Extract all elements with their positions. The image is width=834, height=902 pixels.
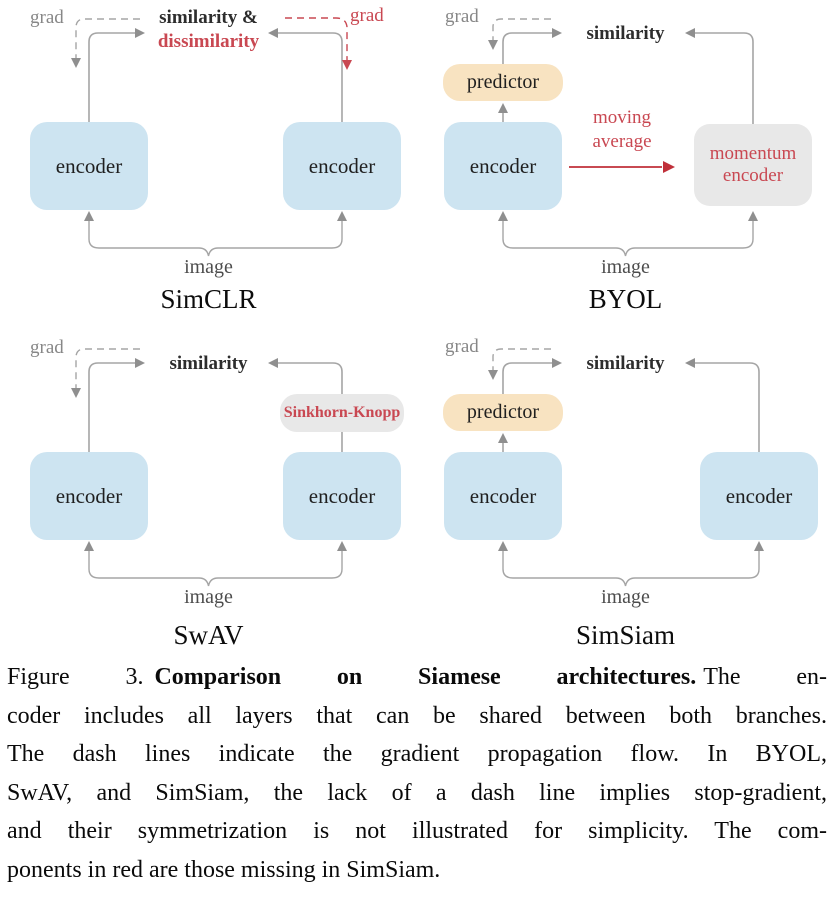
left-arrowhead-icon — [685, 28, 695, 38]
right-arrowhead-icon — [552, 358, 562, 368]
image-label: image — [601, 586, 650, 608]
image-brace — [502, 214, 754, 257]
up-arrowhead-icon — [337, 211, 347, 221]
caption-line-4: SwAV, and SimSiam, the lack of a dash li… — [7, 779, 827, 806]
caption-line-6: ponents in red are those missing in SimS… — [7, 856, 441, 883]
right-arrowhead-icon — [135, 358, 145, 368]
similarity-label: similarity — [586, 353, 665, 374]
momentum-encoder-line1: momentum — [709, 143, 797, 164]
swav-wires — [71, 348, 347, 587]
right-arrowhead-icon — [552, 28, 562, 38]
up-arrowhead-icon — [754, 541, 764, 551]
caption-line-1: Figure 3. Comparison on Siamese architect… — [7, 658, 827, 697]
dissimilarity-label: dissimilarity — [157, 31, 260, 52]
red-down-arrowhead-icon — [342, 60, 352, 70]
right-branch-arrow — [694, 32, 754, 125]
momentum-encoder-line2: encoder — [722, 165, 784, 186]
sinkhorn-knopp-box: Sinkhorn-Knopp — [280, 394, 404, 432]
caption-line-5: and their symmetrization is not illustra… — [7, 818, 827, 844]
similarity-label: similarity & — [159, 7, 258, 28]
image-brace — [502, 544, 760, 587]
left-branch-arrow — [88, 32, 136, 123]
moving-average-line1: moving — [592, 107, 652, 128]
grad-dashed-path-right — [285, 17, 348, 60]
left-arrowhead-icon — [685, 358, 695, 368]
simclr-wires — [71, 17, 352, 257]
caption-line-2: coder includes all layers that can be sh… — [7, 702, 827, 729]
caption-figure-label: Figure 3. — [7, 664, 144, 690]
up-arrowhead-icon — [498, 433, 508, 443]
right-branch-arrow — [277, 362, 343, 453]
left-branch-arrow — [88, 362, 136, 453]
image-label: image — [601, 256, 650, 278]
figure-caption: Figure 3. Comparison on Siamese architect… — [7, 658, 827, 889]
encoder-box: encoder — [444, 122, 562, 210]
siamese-architectures-figure: grad grad similarity & dissimilarity enc… — [0, 0, 834, 652]
caption-line-1-rest: The en- — [703, 664, 827, 690]
momentum-encoder-box: momentum encoder — [694, 124, 812, 206]
encoder-box-right: encoder — [700, 452, 818, 540]
encoder-box-left: encoder — [444, 452, 562, 540]
grad-dashed-path — [75, 348, 140, 388]
encoder-box-right: encoder — [283, 452, 401, 540]
grad-label: grad — [30, 337, 64, 358]
grad-label: grad — [445, 336, 479, 357]
similarity-label: similarity — [586, 23, 665, 44]
image-label: image — [184, 256, 233, 278]
grad-label: grad — [445, 6, 479, 27]
panel-title-byol: BYOL — [588, 284, 663, 314]
predictor-box: predictor — [443, 394, 563, 431]
moving-average-label: moving average — [577, 106, 667, 154]
down-arrowhead-icon — [71, 388, 81, 398]
right-arrowhead-icon — [135, 28, 145, 38]
down-arrowhead-icon — [488, 40, 498, 50]
moving-average-line2: average — [592, 131, 652, 152]
left-arrowhead-icon — [268, 358, 278, 368]
panel-title-simsiam: SimSiam — [575, 620, 676, 650]
encoder-box-right: encoder — [283, 122, 401, 210]
down-arrowhead-icon — [488, 370, 498, 380]
up-arrowhead-icon — [498, 103, 508, 113]
up-arrowhead-icon — [84, 211, 94, 221]
grad-dashed-path — [492, 18, 551, 40]
panel-swav: grad similarity Sinkhorn-Knopp encoder e… — [0, 330, 417, 652]
panel-title-simclr: SimCLR — [160, 284, 257, 314]
left-branch-arrow — [502, 362, 553, 395]
similarity-label: similarity — [169, 353, 248, 374]
panel-simsiam: grad similarity predictor encoder encode… — [417, 330, 834, 652]
up-arrowhead-icon — [337, 541, 347, 551]
predictor-box: predictor — [443, 64, 563, 101]
left-arrowhead-icon — [268, 28, 278, 38]
caption-line-3: The dash lines indicate the gradient pro… — [7, 741, 827, 767]
up-arrowhead-icon — [498, 541, 508, 551]
encoder-box-left: encoder — [30, 122, 148, 210]
image-label: image — [184, 586, 233, 608]
grad-label-right: grad — [350, 5, 384, 26]
encoder-box-left: encoder — [30, 452, 148, 540]
image-brace — [88, 544, 343, 587]
right-branch-arrow — [277, 32, 343, 123]
right-branch-arrow — [694, 362, 760, 453]
panel-simclr: grad grad similarity & dissimilarity enc… — [0, 0, 417, 322]
image-brace — [88, 214, 343, 257]
down-arrowhead-icon — [71, 58, 81, 68]
left-branch-arrow — [502, 32, 553, 65]
grad-dashed-path-left — [75, 18, 140, 58]
up-arrowhead-icon — [498, 211, 508, 221]
up-arrowhead-icon — [748, 211, 758, 221]
panel-byol: grad similarity predictor encoder moment… — [417, 0, 834, 322]
grad-dashed-path — [492, 348, 551, 370]
caption-bold-title: Comparison on Siamese architectures. — [154, 664, 697, 690]
byol-wires — [488, 18, 758, 257]
loss-label: similarity & dissimilarity — [0, 6, 417, 54]
panel-title-swav: SwAV — [173, 620, 244, 650]
simsiam-wires — [488, 348, 764, 587]
red-right-arrowhead-icon — [663, 161, 675, 173]
up-arrowhead-icon — [84, 541, 94, 551]
grad-label-left: grad — [30, 7, 64, 28]
